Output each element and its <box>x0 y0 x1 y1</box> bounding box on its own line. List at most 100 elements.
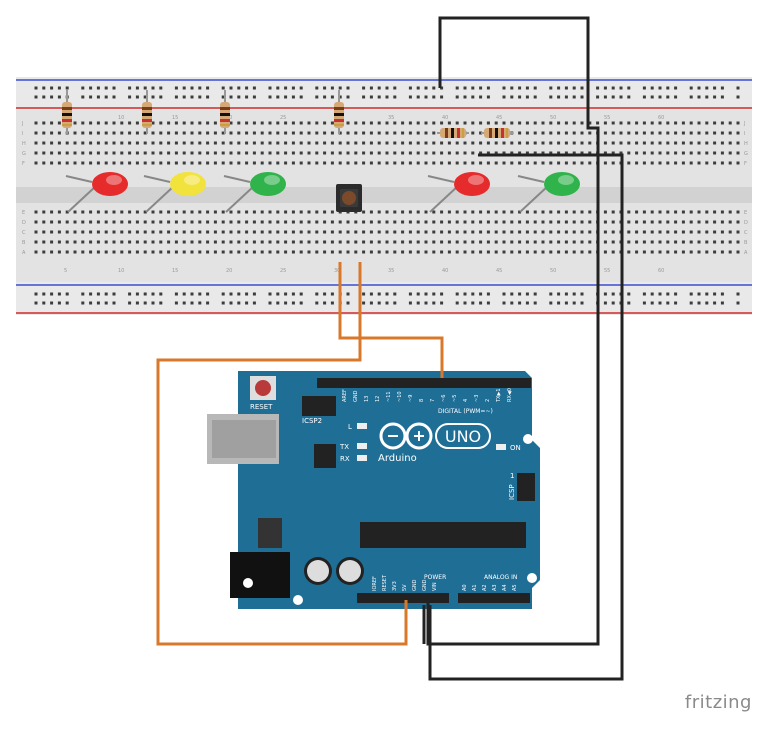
push-button <box>336 184 362 212</box>
power-pin-label: GND <box>412 579 418 591</box>
row-letter: I <box>744 131 745 137</box>
breadboard-holes <box>34 86 740 305</box>
resistors <box>62 90 513 138</box>
column-number: 15 <box>172 268 178 274</box>
arduino-logo: UNO Arduino <box>378 422 491 464</box>
led-green <box>223 172 286 213</box>
power-jack <box>230 552 290 598</box>
column-number: 55 <box>604 268 610 274</box>
column-number: 25 <box>280 115 286 121</box>
resistor <box>437 128 469 138</box>
digital-pin-label: 12 <box>375 396 381 402</box>
column-number: 45 <box>496 268 502 274</box>
digital-pin-label: 7 <box>430 399 436 402</box>
fritzing-watermark: fritzing <box>684 692 752 713</box>
l-label: L <box>348 423 352 431</box>
rx-label: RX <box>340 455 350 463</box>
digital-pin-label: ~3 <box>474 395 480 402</box>
led-green <box>517 172 580 213</box>
row-letter: B <box>22 240 26 246</box>
digital-pin-label: ~10 <box>397 391 403 402</box>
icsp-label: ICSP <box>508 484 516 500</box>
analog-pin-label: A1 <box>472 584 478 591</box>
digital-pin-label: ~9 <box>408 395 414 402</box>
column-number: 15 <box>172 115 178 121</box>
icsp-pin1-label: 1 <box>510 472 514 480</box>
power-pin-label: IOREF <box>372 576 378 591</box>
analog-header <box>458 593 530 603</box>
model-label: UNO <box>445 427 481 446</box>
row-letter: F <box>744 161 747 167</box>
column-number: 40 <box>442 268 448 274</box>
resistor <box>220 90 230 134</box>
icsp2-header <box>302 396 336 416</box>
column-number: 40 <box>442 115 448 121</box>
digital-pin-label: ~6 <box>441 395 447 402</box>
black-wire <box>426 16 600 646</box>
brand-label: Arduino <box>378 453 417 464</box>
on-label: ON <box>510 444 521 452</box>
row-letter: E <box>22 210 25 216</box>
row-letter: H <box>22 141 26 147</box>
power-pin-label: VIN <box>432 582 438 591</box>
leds <box>65 172 580 213</box>
analog-pin-label: A5 <box>512 584 518 591</box>
led-yellow <box>143 172 206 213</box>
power-pin-label: GND <box>422 579 428 591</box>
column-number: 35 <box>388 268 394 274</box>
column-number: 30 <box>334 268 340 274</box>
row-letter: B <box>744 240 748 246</box>
power-label: POWER <box>424 574 446 581</box>
resistor <box>481 128 513 138</box>
column-number: 45 <box>496 115 502 121</box>
column-number: 60 <box>658 268 664 274</box>
row-letter: H <box>744 141 748 147</box>
column-number: 35 <box>388 115 394 121</box>
digital-pin-label: 13 <box>364 396 370 402</box>
digital-pin-label: GND <box>353 390 359 402</box>
analog-pin-label: A4 <box>502 584 508 591</box>
black-wire <box>428 153 624 681</box>
row-letter: E <box>744 210 747 216</box>
row-letter: A <box>744 250 748 256</box>
row-letter: F <box>22 161 25 167</box>
regulator <box>258 518 282 548</box>
row-letter: G <box>744 151 748 157</box>
resistor <box>142 90 152 134</box>
digital-pin-label: RX◀0 <box>507 388 513 402</box>
led-red <box>427 172 490 213</box>
analog-pin-label: A0 <box>462 584 468 591</box>
tx-label: TX <box>339 443 349 451</box>
row-letter: J <box>743 121 745 127</box>
row-letter: C <box>22 230 26 236</box>
column-number: 20 <box>226 268 232 274</box>
digital-pin-label: TX▶1 <box>496 388 502 403</box>
microcontroller <box>360 522 526 548</box>
analog-pin-label: A3 <box>492 584 498 591</box>
row-letter: D <box>744 220 748 226</box>
digital-pin-label: ~11 <box>386 391 392 402</box>
power-header <box>357 593 449 603</box>
digital-pin-label: AREF <box>342 389 348 402</box>
row-letter: A <box>22 250 26 256</box>
power-pin-label: 3V3 <box>392 581 398 591</box>
column-number: 50 <box>550 268 556 274</box>
digital-pin-label: 4 <box>463 399 469 402</box>
row-letter: I <box>22 131 23 137</box>
column-number: 10 <box>118 268 124 274</box>
orange-wire <box>156 262 408 646</box>
small-chip <box>314 444 336 468</box>
digital-pin-label: 2 <box>485 399 491 402</box>
row-letter: J <box>21 121 23 127</box>
icsp2-label: ICSP2 <box>302 417 322 425</box>
resistor <box>62 90 72 134</box>
column-number: 25 <box>280 268 286 274</box>
column-number: 50 <box>550 115 556 121</box>
resistor <box>334 90 344 134</box>
column-number: 60 <box>658 115 664 121</box>
